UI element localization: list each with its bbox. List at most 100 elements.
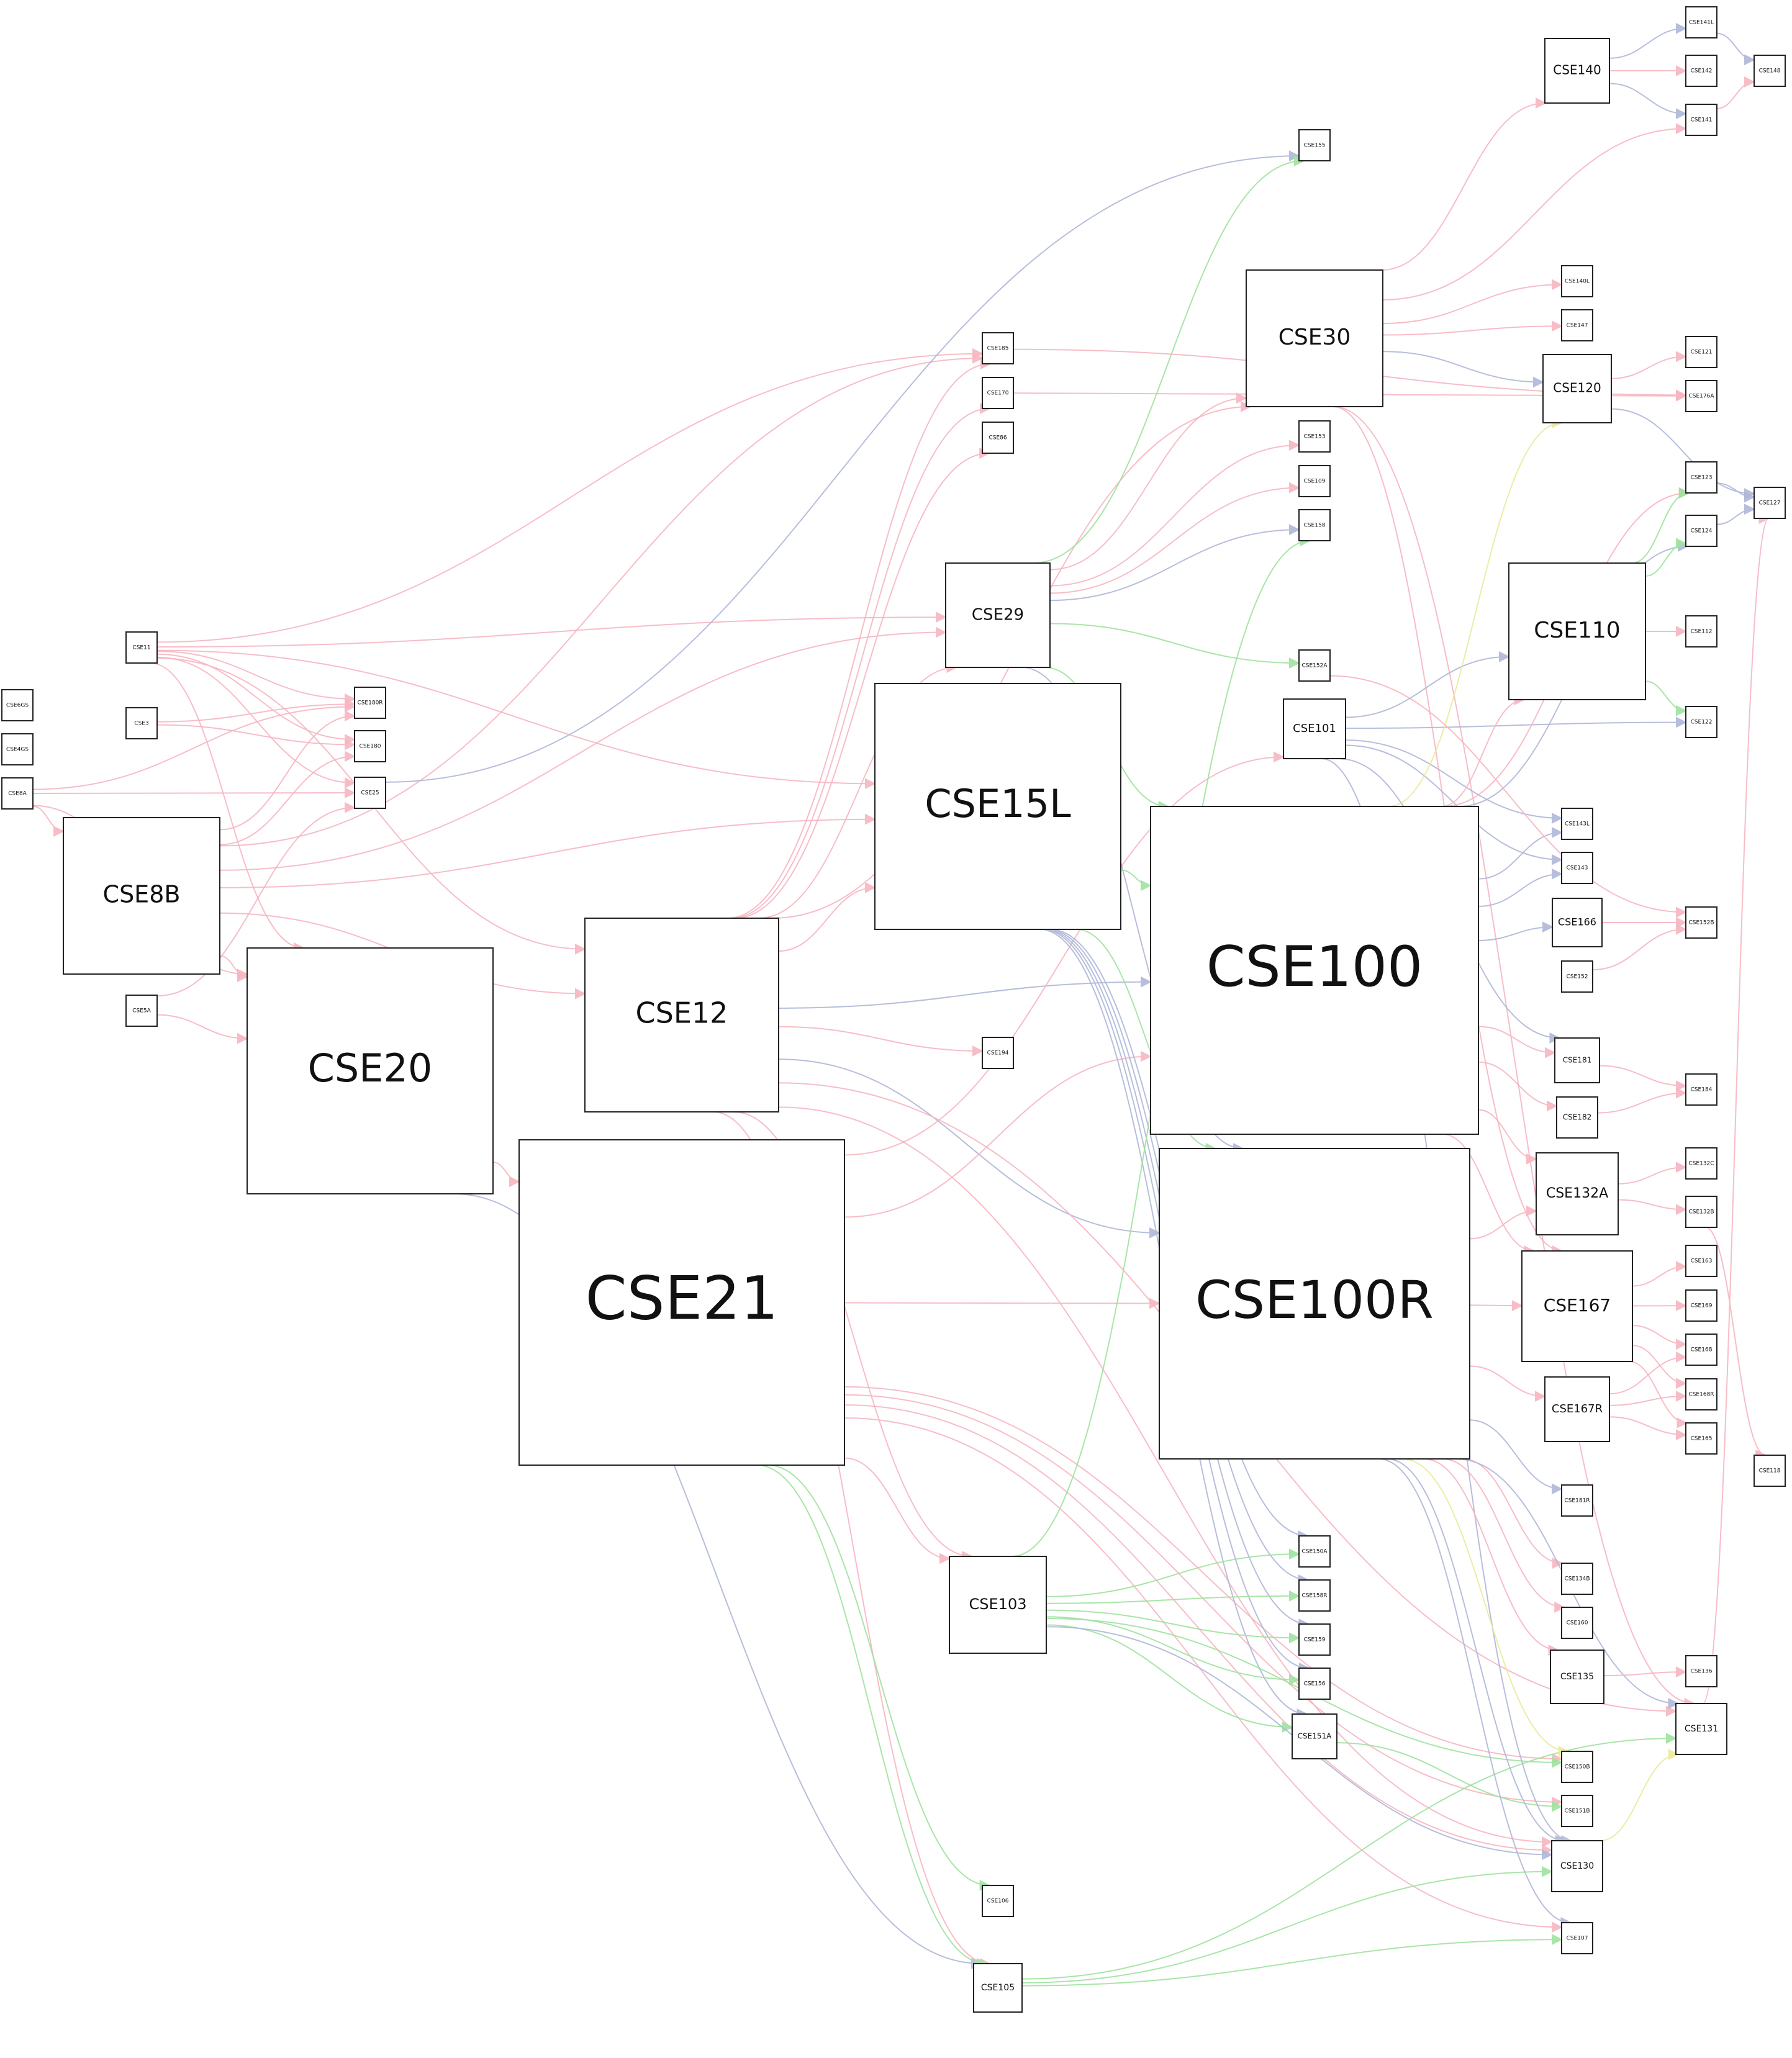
node-cse106[interactable]: CSE106 <box>982 1885 1014 1917</box>
node-cse12[interactable]: CSE12 <box>584 918 779 1112</box>
node-cse15l[interactable]: CSE15L <box>874 683 1121 930</box>
node-cse101[interactable]: CSE101 <box>1283 698 1346 759</box>
node-cse151a[interactable]: CSE151A <box>1292 1713 1337 1759</box>
node-cse181r[interactable]: CSE181R <box>1561 1484 1593 1517</box>
node-cse169[interactable]: CSE169 <box>1685 1289 1717 1322</box>
edge-cse8b-to-cse180 <box>219 751 356 846</box>
node-label: CSE131 <box>1685 1724 1718 1734</box>
node-cse103[interactable]: CSE103 <box>949 1556 1047 1654</box>
node-cse180[interactable]: CSE180 <box>354 730 386 762</box>
node-cse124[interactable]: CSE124 <box>1685 515 1717 547</box>
node-cse143[interactable]: CSE143 <box>1561 852 1593 884</box>
node-cse110[interactable]: CSE110 <box>1508 562 1646 700</box>
node-box <box>1685 906 1717 939</box>
node-cse147[interactable]: CSE147 <box>1561 309 1593 341</box>
node-cse8a[interactable]: CSE8A <box>1 777 34 810</box>
node-cse150b[interactable]: CSE150B <box>1561 1751 1593 1783</box>
node-cse121[interactable]: CSE121 <box>1685 336 1717 368</box>
edge-cse100r-to-cse167 <box>1469 1300 1523 1312</box>
node-cse132c[interactable]: CSE132C <box>1685 1147 1717 1180</box>
node-cse160[interactable]: CSE160 <box>1561 1607 1593 1639</box>
node-cse150a[interactable]: CSE150A <box>1298 1535 1331 1568</box>
node-cse170[interactable]: CSE170 <box>982 377 1014 409</box>
node-cse168[interactable]: CSE168 <box>1685 1334 1717 1366</box>
node-cse100[interactable]: CSE100 <box>1150 806 1479 1135</box>
node-cse158r[interactable]: CSE158R <box>1298 1579 1331 1612</box>
node-cse166[interactable]: CSE166 <box>1552 898 1603 947</box>
node-cse3[interactable]: CSE3 <box>125 707 158 739</box>
node-cse152a[interactable]: CSE152A <box>1298 649 1331 682</box>
node-cse156[interactable]: CSE156 <box>1298 1668 1331 1700</box>
node-cse168r[interactable]: CSE168R <box>1685 1378 1717 1410</box>
node-cse30[interactable]: CSE30 <box>1246 269 1383 407</box>
node-cse165[interactable]: CSE165 <box>1685 1422 1717 1455</box>
node-cse155[interactable]: CSE155 <box>1298 129 1331 161</box>
node-cse105[interactable]: CSE105 <box>973 1963 1023 2013</box>
node-cse151b[interactable]: CSE151B <box>1561 1795 1593 1827</box>
node-cse142[interactable]: CSE142 <box>1685 55 1717 87</box>
node-cse86[interactable]: CSE86 <box>982 422 1014 454</box>
node-cse141l[interactable]: CSE141L <box>1685 6 1717 38</box>
node-cse167r[interactable]: CSE167R <box>1544 1376 1610 1442</box>
node-cse194[interactable]: CSE194 <box>982 1037 1014 1069</box>
edge-cse100-to-cse166 <box>1478 921 1554 941</box>
node-cse11[interactable]: CSE11 <box>125 631 158 664</box>
node-cse8b[interactable]: CSE8B <box>63 817 220 975</box>
node-cse132b[interactable]: CSE132B <box>1685 1196 1717 1228</box>
node-cse100r[interactable]: CSE100R <box>1159 1148 1470 1460</box>
node-cse182[interactable]: CSE182 <box>1556 1096 1598 1139</box>
node-cse112[interactable]: CSE112 <box>1685 615 1717 648</box>
node-cse136[interactable]: CSE136 <box>1685 1655 1717 1687</box>
node-box <box>1551 1840 1603 1892</box>
node-label: CSE152B <box>1688 920 1714 926</box>
node-cse152b[interactable]: CSE152B <box>1685 906 1717 939</box>
node-cse167[interactable]: CSE167 <box>1521 1250 1633 1362</box>
node-cse158[interactable]: CSE158 <box>1298 509 1331 541</box>
node-cse6gs[interactable]: CSE6GS <box>1 689 34 721</box>
node-cse148[interactable]: CSE148 <box>1754 55 1786 87</box>
node-box <box>949 1556 1047 1654</box>
edge-cse5a-to-cse25 <box>156 801 356 997</box>
node-cse176a[interactable]: CSE176A <box>1685 380 1717 412</box>
node-cse153[interactable]: CSE153 <box>1298 420 1331 453</box>
edge-cse11-to-cse20 <box>150 662 305 954</box>
node-cse140l[interactable]: CSE140L <box>1561 265 1593 297</box>
node-cse163[interactable]: CSE163 <box>1685 1245 1717 1277</box>
node-cse135[interactable]: CSE135 <box>1550 1650 1604 1704</box>
node-cse185[interactable]: CSE185 <box>982 332 1014 364</box>
edge-cse30-to-cse120 <box>1382 351 1544 388</box>
node-cse109[interactable]: CSE109 <box>1298 465 1331 497</box>
edge-cse103-to-cse158r <box>1046 1590 1300 1604</box>
node-cse4gs[interactable]: CSE4GS <box>1 733 34 765</box>
edge-cse100r-to-cse167r <box>1469 1365 1546 1402</box>
node-box <box>63 817 220 975</box>
node-cse140[interactable]: CSE140 <box>1544 38 1610 104</box>
node-cse134b[interactable]: CSE134B <box>1561 1563 1593 1595</box>
node-cse132a[interactable]: CSE132A <box>1536 1152 1619 1235</box>
node-cse180r[interactable]: CSE180R <box>354 687 386 719</box>
node-cse21[interactable]: CSE21 <box>518 1139 845 1466</box>
node-cse20[interactable]: CSE20 <box>247 947 494 1194</box>
node-cse118[interactable]: CSE118 <box>1754 1455 1786 1487</box>
node-cse127[interactable]: CSE127 <box>1754 487 1786 519</box>
node-cse123[interactable]: CSE123 <box>1685 461 1717 494</box>
node-cse122[interactable]: CSE122 <box>1685 706 1717 738</box>
node-cse159[interactable]: CSE159 <box>1298 1623 1331 1656</box>
node-cse5a[interactable]: CSE5A <box>125 995 158 1027</box>
node-box <box>1298 1535 1331 1568</box>
edge-cse21-to-cse130 <box>844 1404 1553 1856</box>
node-cse181[interactable]: CSE181 <box>1554 1037 1600 1083</box>
node-cse25[interactable]: CSE25 <box>354 777 386 809</box>
edge-cse8b-to-cse15l <box>219 813 876 888</box>
node-cse141[interactable]: CSE141 <box>1685 104 1717 136</box>
node-cse131[interactable]: CSE131 <box>1675 1703 1727 1755</box>
node-cse143l[interactable]: CSE143L <box>1561 808 1593 840</box>
node-cse130[interactable]: CSE130 <box>1551 1840 1603 1892</box>
node-cse120[interactable]: CSE120 <box>1542 354 1612 423</box>
node-cse184[interactable]: CSE184 <box>1685 1073 1717 1106</box>
node-cse29[interactable]: CSE29 <box>945 562 1051 668</box>
node-cse152[interactable]: CSE152 <box>1561 960 1593 993</box>
node-label: CSE122 <box>1691 720 1713 726</box>
node-cse107[interactable]: CSE107 <box>1561 1922 1593 1954</box>
node-label: CSE103 <box>969 1595 1027 1613</box>
